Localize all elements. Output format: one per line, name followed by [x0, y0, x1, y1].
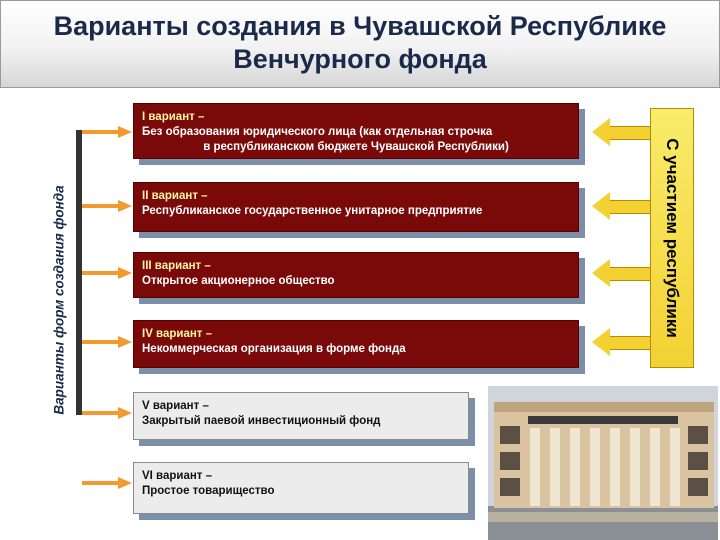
arrow-variant-3: [82, 267, 132, 279]
right-label-text: С участием республики: [663, 138, 682, 338]
variant-box-4: IV вариант – Некоммерческая организация …: [133, 320, 579, 368]
page-title: Варианты создания в Чувашской Республике…: [0, 10, 720, 76]
arrow-variant-2: [82, 200, 132, 212]
variant-1-text-2: в республиканском бюджете Чувашской Респ…: [203, 141, 509, 153]
variant-6-head: VI вариант –: [142, 470, 213, 482]
right-arrow-3: [592, 259, 652, 287]
right-arrow-1: [592, 118, 652, 146]
title-bar: [0, 0, 720, 88]
left-vertical-label: Варианты форм создания фонда: [48, 150, 70, 450]
variant-2-text: Республиканское государственное унитарно…: [142, 205, 483, 217]
variant-box-5: V вариант – Закрытый паевой инвестиционн…: [133, 392, 469, 440]
right-arrow-2: [592, 192, 652, 220]
variant-box-6: VI вариант – Простое товарищество: [133, 462, 469, 514]
right-arrow-4: [592, 328, 652, 356]
variant-box-2: II вариант – Республиканское государстве…: [133, 182, 579, 232]
variant-1-head: I вариант –: [142, 111, 205, 123]
variant-2-head: II вариант –: [142, 190, 208, 202]
left-label-text: Варианты форм создания фонда: [51, 185, 67, 415]
variant-box-1: I вариант – Без образования юридического…: [133, 103, 579, 159]
variant-5-text: Закрытый паевой инвестиционный фонд: [142, 415, 381, 427]
variant-1-text-1: Без образования юридического лица (как о…: [142, 126, 493, 138]
variant-4-text: Некоммерческая организация в форме фонда: [142, 343, 406, 355]
arrow-variant-6: [82, 477, 132, 489]
building-image: [488, 386, 718, 540]
arrow-variant-1: [82, 126, 132, 138]
left-bracket: [76, 130, 82, 415]
variant-4-head: IV вариант –: [142, 328, 213, 340]
right-vertical-banner: С участием республики: [650, 108, 694, 368]
title-line-2: Венчурного фонда: [233, 44, 487, 74]
variant-6-text: Простое товарищество: [142, 485, 275, 497]
variant-5-head: V вариант –: [142, 400, 209, 412]
arrow-variant-4: [82, 336, 132, 348]
variant-box-3: III вариант – Открытое акционерное общес…: [133, 252, 579, 298]
variant-3-text: Открытое акционерное общество: [142, 275, 335, 287]
arrow-variant-5: [82, 407, 132, 419]
variant-3-head: III вариант –: [142, 260, 211, 272]
title-line-1: Варианты создания в Чувашской Республике: [53, 11, 667, 41]
